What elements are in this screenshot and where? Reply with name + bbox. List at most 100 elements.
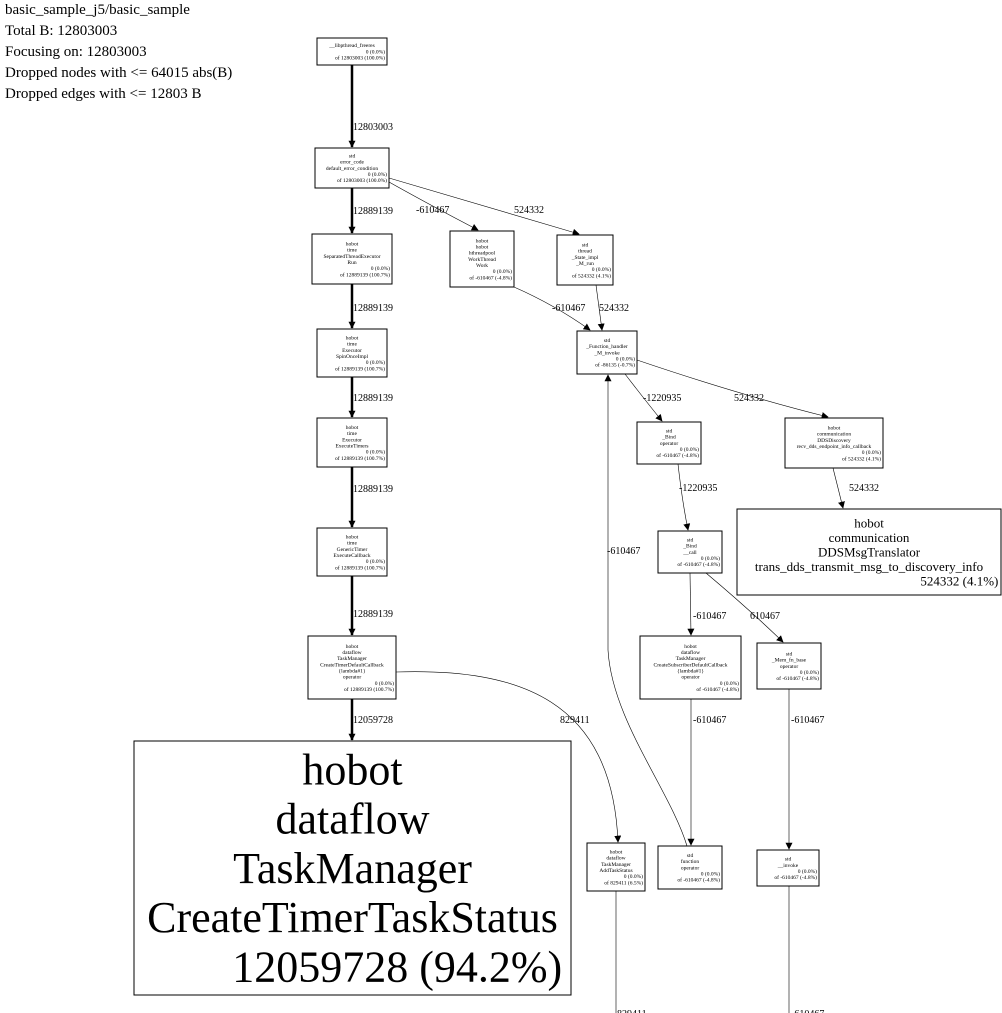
node-label: ExecuteCallback bbox=[333, 553, 371, 559]
edge: 12889139 bbox=[348, 284, 393, 329]
edge-label: -610467 bbox=[416, 205, 449, 216]
node-label: {lambda#1} bbox=[677, 668, 704, 674]
node-stat: of 12803003 (100.0%) bbox=[337, 177, 387, 184]
node-label: time bbox=[347, 342, 357, 348]
node-label: operator bbox=[681, 675, 699, 681]
edge-label: 610467 bbox=[750, 611, 780, 622]
node-box bbox=[736, 508, 1002, 596]
node-label: std bbox=[785, 857, 792, 863]
node-label: TaskManager bbox=[337, 656, 367, 662]
node-box bbox=[576, 330, 638, 375]
node-dds-translator[interactable]: hobotcommunicationDDSMsgTranslatortrans_… bbox=[736, 508, 1002, 596]
node-label: _Bind bbox=[682, 544, 697, 550]
node-stat: 0 (0.0%) bbox=[375, 680, 394, 687]
node-label: std bbox=[687, 853, 694, 859]
node-timer-cb[interactable]: hobotdataflowTaskManagerCreateTimerDefau… bbox=[307, 635, 397, 700]
node-stat: of 12803003 (100.0%) bbox=[335, 55, 385, 62]
node-stat: 12059728 (94.2%) bbox=[232, 943, 562, 992]
node-box bbox=[307, 635, 397, 700]
node-label: time bbox=[347, 248, 357, 254]
node-label: std bbox=[786, 652, 793, 658]
node-label: hobot bbox=[346, 425, 359, 431]
node-label: _Function_handler bbox=[585, 344, 628, 350]
edge-label: -610467 bbox=[607, 546, 640, 557]
node-label: hobot bbox=[610, 849, 623, 855]
node-dds-discovery[interactable]: hobotcommunicationDDSDiscoveryrecv_dds_e… bbox=[784, 417, 884, 469]
edge: -610467 bbox=[388, 181, 479, 231]
nodes: __libpthread_freeres 0 (0.0%) of 12803003 … bbox=[133, 37, 1002, 996]
edge-line bbox=[832, 467, 845, 509]
node-label: Work bbox=[476, 263, 488, 269]
node-label: hthreadpool bbox=[469, 251, 496, 257]
edge: -610467 bbox=[513, 286, 591, 331]
edge-label: 829411 bbox=[560, 715, 590, 726]
node-box bbox=[756, 849, 820, 887]
edge-label: 12889139 bbox=[353, 303, 393, 314]
node-box bbox=[784, 417, 884, 469]
node-box bbox=[316, 37, 388, 66]
node-label: thread bbox=[578, 249, 592, 255]
node-label: CreateTimerTaskStatus bbox=[147, 893, 558, 942]
node-stat: 0 (0.0%) bbox=[720, 680, 739, 687]
node-label: __call bbox=[682, 550, 697, 556]
node-stat: 0 (0.0%) bbox=[680, 446, 699, 453]
node-label: std bbox=[349, 154, 356, 160]
node-stat: 0 (0.0%) bbox=[701, 871, 720, 878]
node-label: std bbox=[604, 338, 611, 344]
edge: -610467 bbox=[788, 886, 824, 1013]
node-label: _Mem_fn_base bbox=[771, 657, 807, 664]
node-stat: of -610467 (-4.8%) bbox=[774, 874, 817, 881]
edge: 12889139 bbox=[348, 467, 393, 528]
node-timer-task-status[interactable]: hobotdataflowTaskManagerCreateTimerTaskS… bbox=[133, 740, 572, 996]
edge: 12059728 bbox=[348, 699, 393, 741]
node-label: operator bbox=[660, 441, 678, 447]
node-stat: of 524332 (4.1%) bbox=[842, 455, 881, 462]
node-stat: of -610467 (-4.8%) bbox=[656, 452, 699, 459]
edge: 829411 bbox=[395, 671, 622, 843]
node-label: {lambda#1} bbox=[339, 668, 366, 674]
node-stat: 0 (0.0%) bbox=[701, 555, 720, 562]
node-sub-cb[interactable]: hobotdataflowTaskManagerCreateSubscriber… bbox=[639, 635, 742, 700]
edge-label: 12059728 bbox=[353, 715, 393, 726]
node-label: __libpthread_freeres bbox=[328, 42, 375, 49]
edge: 829411 bbox=[615, 891, 647, 1013]
node-label: __invoke bbox=[777, 863, 799, 869]
edge-line bbox=[595, 284, 605, 331]
node-label: _M_invoke bbox=[593, 350, 620, 356]
edge: 524332 bbox=[388, 177, 580, 236]
edge: 524332 bbox=[636, 359, 829, 419]
node-box bbox=[311, 233, 393, 285]
edge-label: 12889139 bbox=[353, 484, 393, 495]
node-stat: 0 (0.0%) bbox=[366, 449, 385, 456]
edge-label: -610467 bbox=[552, 303, 585, 314]
node-label: TaskManager bbox=[601, 862, 631, 868]
node-label: trans_dds_transmit_msg_to_discovery_info bbox=[755, 559, 983, 574]
edge-label: 829411 bbox=[617, 1009, 647, 1013]
node-box bbox=[657, 845, 723, 890]
edge-line bbox=[513, 286, 591, 331]
node-label: DDSDiscovery bbox=[817, 438, 851, 444]
header-line: Dropped edges with <= 12803 B bbox=[5, 86, 201, 102]
node-label: hobot bbox=[476, 238, 489, 244]
header-line: Total B: 12803003 bbox=[5, 23, 117, 39]
node-label: hobot bbox=[346, 335, 359, 341]
node-label: DDSMsgTranslator bbox=[818, 544, 921, 559]
node-box bbox=[639, 635, 742, 700]
edge-line bbox=[388, 181, 479, 231]
